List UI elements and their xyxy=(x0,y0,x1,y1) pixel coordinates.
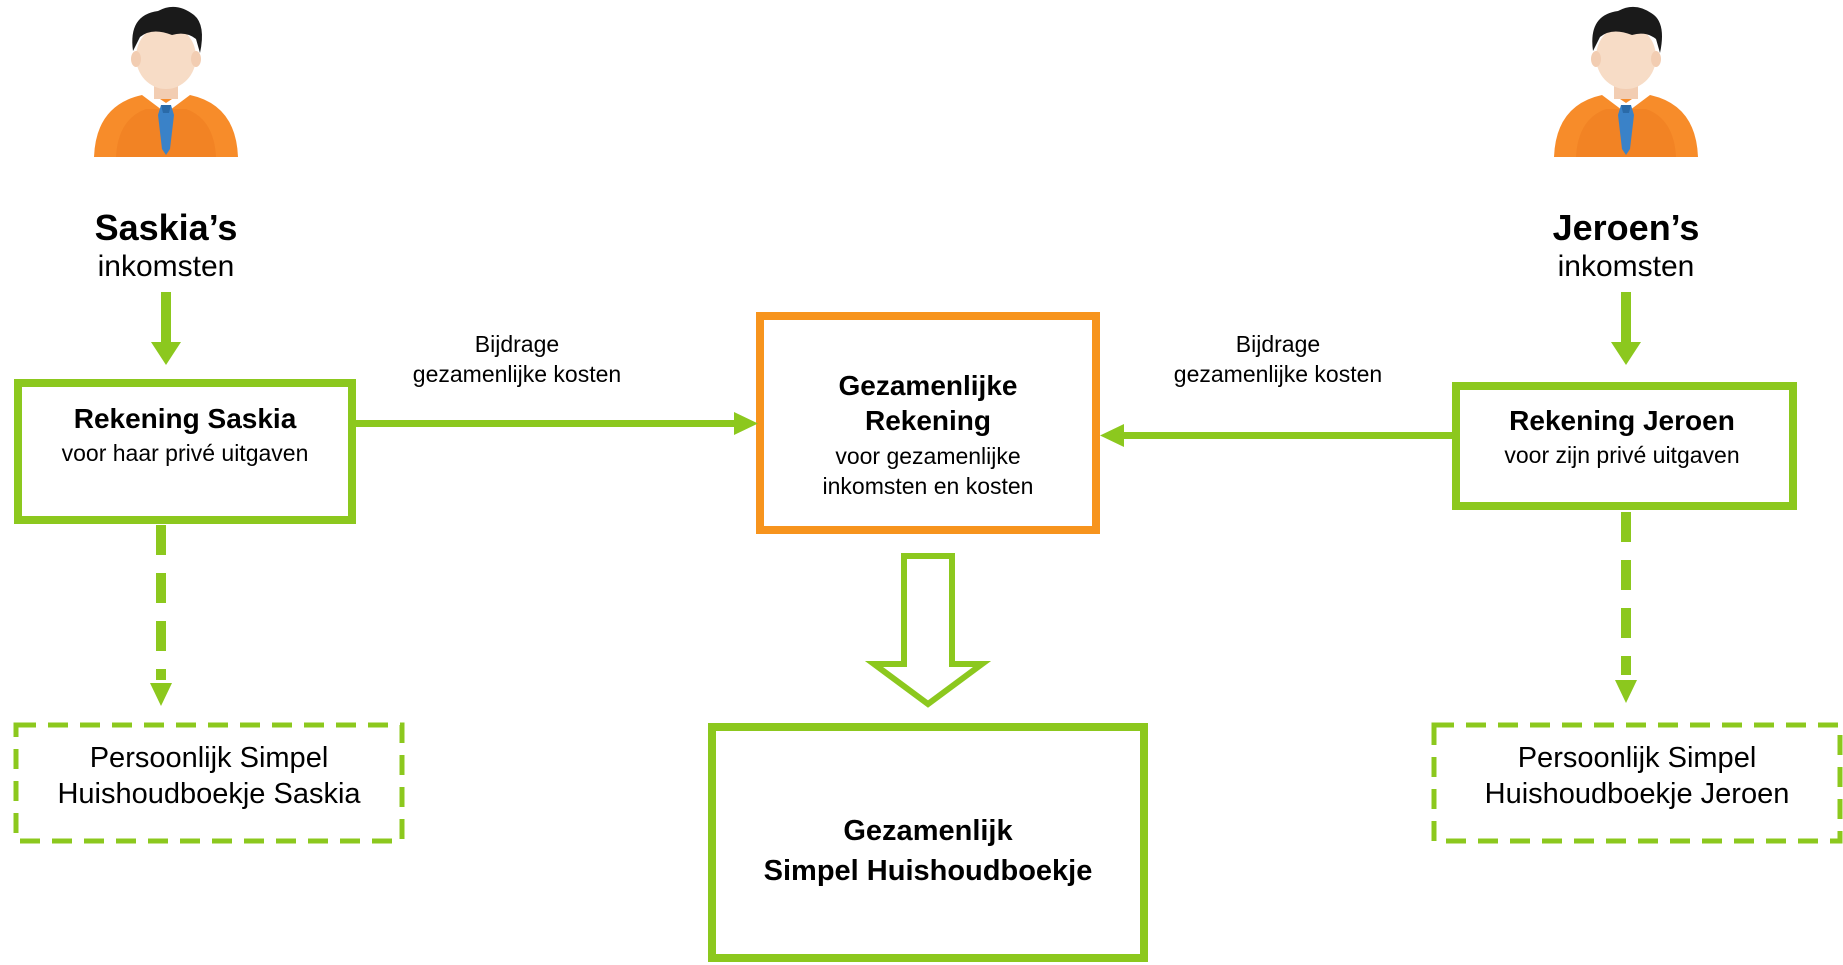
person-left-name: Saskia’s xyxy=(95,207,238,248)
hollow-down-arrow xyxy=(864,553,992,708)
book-shared-box: Gezamenlijk Simpel Huishoudboekje xyxy=(708,723,1148,962)
person-right-name: Jeroen’s xyxy=(1553,207,1700,248)
account-shared-subtitle-line1: voor gezamenlijke xyxy=(835,443,1020,469)
person-left-subtitle: inkomsten xyxy=(98,250,235,283)
person-right-icon xyxy=(1554,6,1698,158)
contribution-right-label-line1: Bijdrage xyxy=(1236,331,1320,357)
contribution-left-label-line1: Bijdrage xyxy=(475,331,559,357)
contribution-arrow-right xyxy=(1100,424,1452,447)
account-jeroen-title: Rekening Jeroen xyxy=(1509,405,1735,436)
contribution-arrow-left xyxy=(356,412,758,435)
income-arrow-left xyxy=(151,292,181,365)
person-right-subtitle: inkomsten xyxy=(1558,250,1695,283)
contribution-right-label-line2: gezamenlijke kosten xyxy=(1174,361,1382,387)
book-jeroen-line2: Huishoudboekje Jeroen xyxy=(1485,778,1790,810)
account-jeroen-subtitle: voor zijn privé uitgaven xyxy=(1504,442,1739,468)
account-shared-title-line2: Rekening xyxy=(865,405,991,436)
book-shared-line2: Simpel Huishoudboekje xyxy=(764,855,1093,887)
account-shared-subtitle-line2: inkomsten en kosten xyxy=(823,473,1034,499)
book-saskia-line1: Persoonlijk Simpel xyxy=(90,742,329,774)
account-shared-box: Gezamenlijke Rekening voor gezamenlijke … xyxy=(756,312,1100,534)
book-jeroen-box: Persoonlijk Simpel Huishoudboekje Jeroen xyxy=(1431,722,1843,844)
book-shared-line1: Gezamenlijk xyxy=(843,815,1013,847)
book-saskia-line2: Huishoudboekje Saskia xyxy=(57,778,361,810)
book-jeroen-line1: Persoonlijk Simpel xyxy=(1518,742,1757,774)
contribution-left-label-line2: gezamenlijke kosten xyxy=(413,361,621,387)
account-saskia-box: Rekening Saskia voor haar privé uitgaven xyxy=(14,379,356,524)
account-jeroen-box: Rekening Jeroen voor zijn privé uitgaven xyxy=(1452,382,1797,510)
dashed-arrow-right xyxy=(1615,512,1637,703)
book-saskia-box: Persoonlijk Simpel Huishoudboekje Saskia xyxy=(13,722,405,844)
person-left-icon xyxy=(94,6,238,158)
income-arrow-right xyxy=(1611,292,1641,365)
account-saskia-subtitle: voor haar privé uitgaven xyxy=(62,440,309,466)
dashed-arrow-left xyxy=(150,525,172,706)
account-shared-title-line1: Gezamenlijke xyxy=(839,370,1018,401)
account-saskia-title: Rekening Saskia xyxy=(74,403,297,434)
